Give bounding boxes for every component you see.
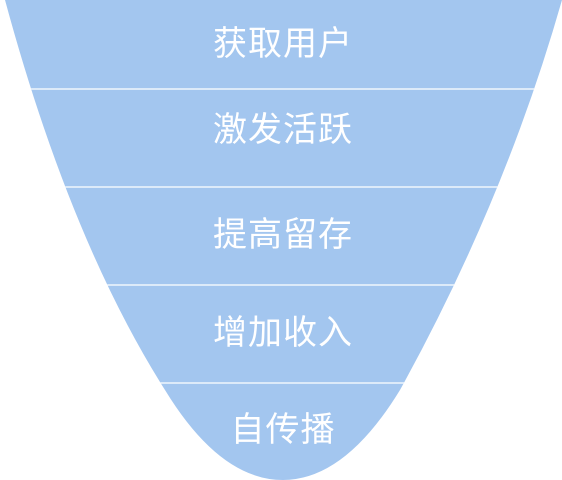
- stage-label-activation: 激发活跃: [213, 110, 353, 150]
- stage-label-revenue: 增加收入: [213, 313, 353, 353]
- stage-label-acquisition: 获取用户: [213, 24, 353, 64]
- stage-label-retention: 提高留存: [213, 215, 353, 255]
- stage-label-referral: 自传播: [231, 410, 336, 450]
